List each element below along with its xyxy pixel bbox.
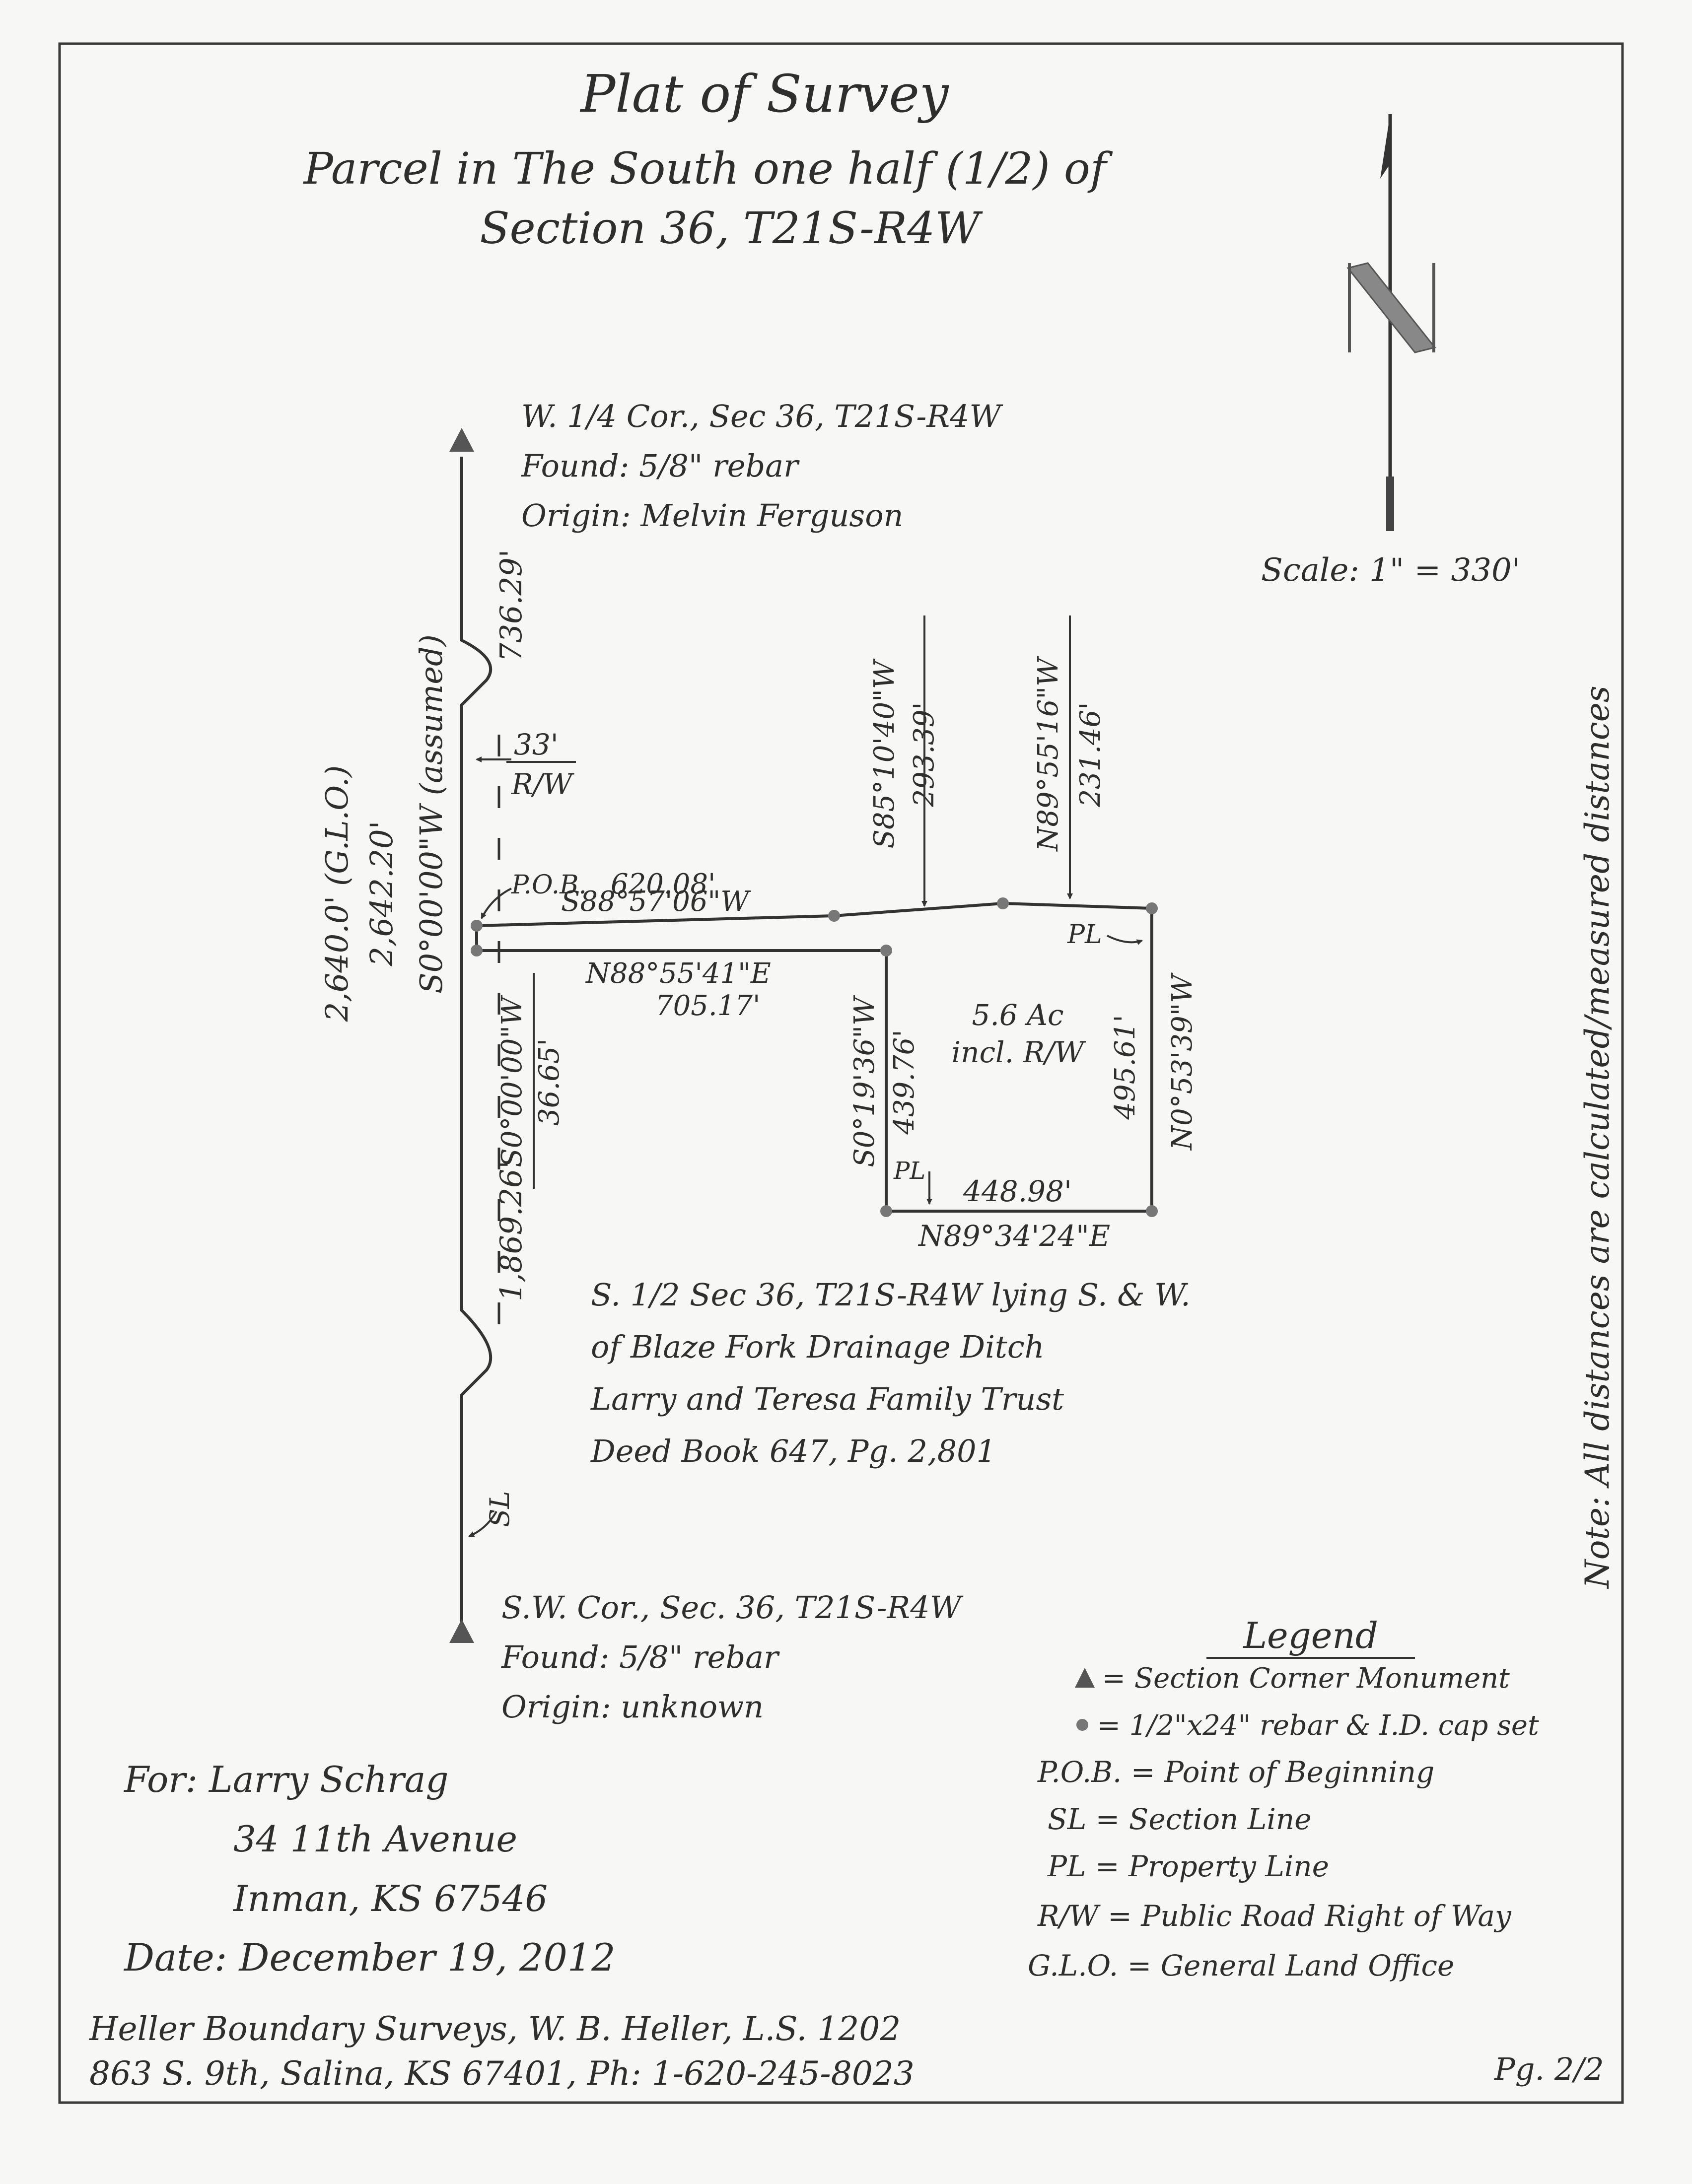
legend-row-3: P.O.B. = Point of Beginning [1037, 1755, 1434, 1789]
north-bearing-3: N89°55'16"W [1032, 656, 1064, 852]
tract-line-3: Larry and Teresa Family Trust [590, 1381, 1064, 1417]
rebar-markers [471, 897, 1158, 1217]
glo-distance: 2,640.0' (G.L.O.) [319, 765, 355, 1023]
west-line-distance: 439.76' [888, 1029, 920, 1135]
south-line-distance: 705.17' [655, 990, 760, 1022]
client-block: For: Larry Schrag 34 11th Avenue Inman, … [123, 1759, 616, 1979]
surveyor-line-2: 863 S. 9th, Salina, KS 67401, Ph: 1-620-… [89, 2054, 915, 2093]
short-leg-distance: 36.65' [533, 1038, 565, 1126]
surveyor-line-1: Heller Boundary Surveys, W. B. Heller, L… [89, 2010, 901, 2048]
w-quarter-corner-label: W. 1/4 Cor., Sec 36, T21S-R4W Found: 5/8… [521, 398, 1003, 534]
legend-row-5: PL = Property Line [1047, 1849, 1329, 1883]
section-line [449, 428, 500, 1643]
legend-monument-icon [1075, 1668, 1095, 1688]
parcel-area: 5.6 Ac [972, 998, 1063, 1032]
measured-distance: 2,642.20' [363, 820, 400, 966]
sw-corner-label: S.W. Cor., Sec. 36, T21S-R4W Found: 5/8"… [501, 1589, 964, 1725]
tract-line-1: S. 1/2 Sec 36, T21S-R4W lying S. & W. [591, 1277, 1191, 1313]
client-city: Inman, KS 67546 [232, 1878, 548, 1919]
short-leg-bearing: S0°00'00"W [496, 995, 528, 1167]
tract-line-2: of Blaze Fork Drainage Ditch [591, 1329, 1045, 1365]
east-line-bearing: N0°53'39"W [1166, 972, 1198, 1151]
sw-corner-line-3: Origin: unknown [501, 1689, 764, 1725]
w-quarter-corner-line-3: Origin: Melvin Ferguson [521, 497, 904, 534]
west-line-bearing: S0°19'36"W [848, 995, 881, 1167]
legend-rebar-icon [1076, 1719, 1088, 1731]
row-label: R/W [511, 767, 574, 801]
north-distance-1: 620.08' [611, 868, 715, 900]
north-bearing-1: S88°57'06"W [561, 886, 751, 918]
bottom-section-distance: 1,869.26' [494, 1160, 529, 1301]
north-bearing-2: S85°10'40"W [868, 658, 901, 848]
legend: Legend = Section Corner Monument = 1/2"x… [1028, 1615, 1539, 1982]
survey-date: Date: December 19, 2012 [123, 1935, 616, 1979]
legend-row-7: G.L.O. = General Land Office [1028, 1949, 1454, 1982]
sw-corner-monument [449, 1619, 474, 1643]
legend-row-6: R/W = Public Road Right of Way [1037, 1899, 1512, 1933]
east-line-distance: 495.61' [1109, 1015, 1141, 1120]
legend-row-4: SL = Section Line [1048, 1802, 1312, 1836]
client-street: 34 11th Avenue [233, 1818, 517, 1860]
north-arrow-icon [1346, 114, 1436, 531]
sw-corner-line-1: S.W. Cor., Sec. 36, T21S-R4W [501, 1589, 964, 1626]
row-width: 33' [514, 728, 559, 761]
distance-note: Note: All distances are calculated/measu… [1578, 685, 1617, 1589]
pl-mark-sw: PL [893, 1157, 925, 1185]
w-quarter-corner-monument [449, 428, 474, 452]
north-distance-3: 231.46' [1074, 702, 1107, 807]
legend-title: Legend [1242, 1615, 1378, 1656]
w-quarter-corner-line-1: W. 1/4 Cor., Sec 36, T21S-R4W [521, 398, 1003, 434]
title: Plat of Survey [579, 64, 949, 124]
page-number: Pg. 2/2 [1494, 2051, 1604, 2087]
page-border [58, 42, 1624, 2104]
sw-corner-line-2: Found: 5/8" rebar [501, 1639, 780, 1675]
client-name: For: Larry Schrag [123, 1759, 449, 1800]
w-quarter-corner-line-2: Found: 5/8" rebar [521, 448, 800, 484]
parcel-area-note: incl. R/W [952, 1035, 1086, 1069]
bottom-line-distance: 448.98' [963, 1174, 1072, 1208]
legend-row-2: = 1/2"x24" rebar & I.D. cap set [1097, 1709, 1539, 1742]
row-dimension: 33' R/W [476, 728, 576, 801]
bottom-line-bearing: N89°34'24"E [917, 1219, 1110, 1253]
section-bearing: S0°00'00"W (assumed) [413, 634, 449, 994]
title-block: Plat of Survey Parcel in The South one h… [303, 64, 1113, 254]
pl-mark-ne: PL [1067, 920, 1102, 950]
tract-line-4: Deed Book 647, Pg. 2,801 [590, 1433, 996, 1469]
legend-row-1: = Section Corner Monument [1102, 1662, 1510, 1695]
tract-description: S. 1/2 Sec 36, T21S-R4W lying S. & W. of… [590, 1277, 1191, 1469]
top-section-distance: 736.29' [494, 549, 529, 662]
pob-label: P.O.B. [511, 870, 587, 900]
subtitle-section: Section 36, T21S-R4W [480, 203, 983, 254]
surveyor-block: Heller Boundary Surveys, W. B. Heller, L… [89, 2010, 915, 2093]
scale-label: Scale: 1" = 330' [1261, 552, 1520, 589]
subtitle-parcel: Parcel in The South one half (1/2) of [303, 143, 1113, 194]
south-line-bearing: N88°55'41"E [585, 957, 771, 990]
